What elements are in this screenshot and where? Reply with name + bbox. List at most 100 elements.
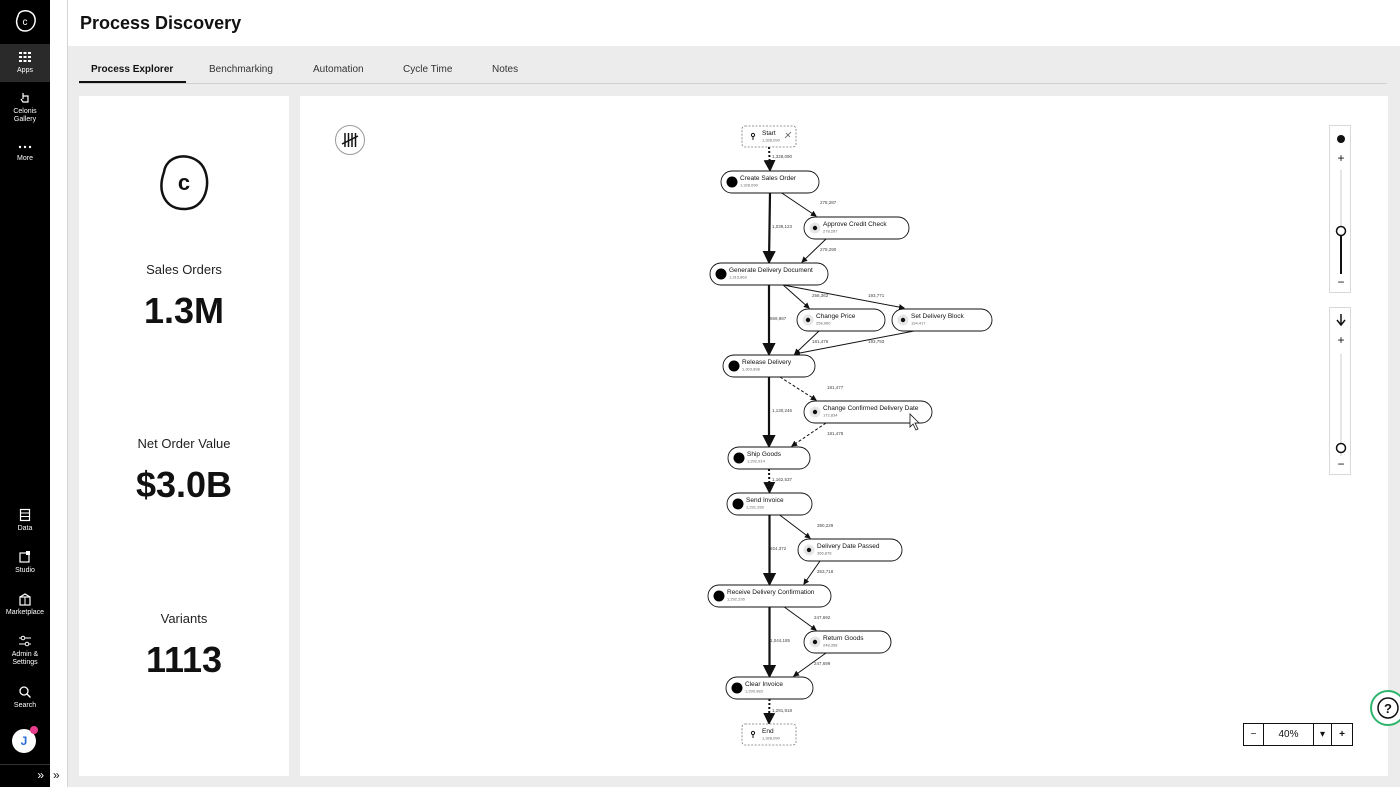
kpi-panel: c Sales Orders 1.3M Net Order Value $3.0… bbox=[79, 96, 289, 776]
sidebar-item-search[interactable]: Search bbox=[0, 685, 50, 710]
tab-benchmarking[interactable]: Benchmarking bbox=[209, 64, 273, 75]
kpi-label-sales-orders: Sales Orders bbox=[146, 262, 222, 277]
process-edge[interactable] bbox=[779, 376, 817, 401]
node-name: Send Invoice bbox=[746, 497, 784, 504]
zoom-control: − 40% ▾ + bbox=[1243, 723, 1353, 746]
svg-text:c: c bbox=[23, 17, 28, 28]
sidebar-item-marketplace[interactable]: Marketplace bbox=[0, 592, 50, 617]
edge-label: 924,372 bbox=[770, 546, 787, 551]
data-table-icon bbox=[19, 508, 31, 522]
process-edge[interactable] bbox=[793, 652, 827, 677]
node-name: Start bbox=[762, 130, 776, 137]
process-edge[interactable] bbox=[791, 422, 827, 447]
page-header: Process Discovery bbox=[68, 0, 1400, 46]
edge-label: 1,328,090 bbox=[772, 154, 793, 159]
sidebar-item-apps[interactable]: Apps bbox=[0, 44, 50, 82]
edge-label: 869,987 bbox=[770, 316, 787, 321]
edge-label: 193,771 bbox=[868, 293, 885, 298]
activity-slider-panel: + − bbox=[1329, 125, 1351, 293]
rail-expand-button[interactable]: » bbox=[53, 768, 60, 782]
sidebar-item-celonis-gallery[interactable]: Celonis Gallery bbox=[0, 91, 50, 124]
more-dots-icon bbox=[18, 145, 32, 149]
activity-slider-minus[interactable]: − bbox=[1337, 275, 1345, 289]
kpi-value-sales-orders: 1.3M bbox=[143, 290, 225, 331]
process-edge[interactable] bbox=[763, 698, 776, 725]
node-count: 366,878 bbox=[817, 551, 832, 556]
tab-automation[interactable]: Automation bbox=[313, 64, 364, 75]
process-graph[interactable]: 1,328,0901,038,123278,287278,290869,9872… bbox=[300, 96, 1388, 776]
process-edge[interactable] bbox=[793, 330, 915, 356]
process-edge[interactable] bbox=[763, 146, 776, 172]
zoom-level-value[interactable]: 40% bbox=[1264, 724, 1314, 745]
node-name: Change Price bbox=[816, 313, 856, 320]
activity-slider-handle[interactable] bbox=[1335, 225, 1347, 237]
sidebar-item-admin-settings[interactable]: Admin & Settings bbox=[0, 634, 50, 667]
connection-slider-handle[interactable] bbox=[1335, 442, 1347, 454]
process-edge[interactable] bbox=[803, 560, 821, 585]
celonis-logo-icon[interactable]: c bbox=[12, 8, 38, 34]
sidebar-collapse-button[interactable]: » bbox=[37, 768, 44, 782]
node-name: Change Confirmed Delivery Date bbox=[823, 405, 919, 412]
pin-icon[interactable] bbox=[784, 131, 792, 139]
activity-tally-button[interactable] bbox=[335, 125, 365, 155]
process-edge[interactable] bbox=[762, 192, 776, 265]
page-title: Process Discovery bbox=[80, 13, 242, 33]
kpi-label-variants: Variants bbox=[160, 611, 208, 626]
tab-notes[interactable]: Notes bbox=[492, 64, 519, 75]
zoom-in-button[interactable]: + bbox=[1339, 729, 1345, 740]
edge-label: 181,478 bbox=[827, 431, 844, 436]
node-count: 278,287 bbox=[823, 229, 838, 234]
help-icon: ? bbox=[1377, 697, 1399, 719]
edge-label: 181,477 bbox=[827, 385, 844, 390]
help-button[interactable]: ? bbox=[1370, 690, 1400, 726]
process-edge[interactable] bbox=[801, 238, 827, 263]
node-count: 194,417 bbox=[911, 321, 926, 326]
tab-process-explorer[interactable]: Process Explorer bbox=[91, 64, 174, 75]
zoom-out-button[interactable]: − bbox=[1244, 724, 1264, 745]
node-count: 1,292,914 bbox=[747, 459, 766, 464]
tab-cycle-time[interactable]: Cycle Time bbox=[403, 64, 453, 75]
node-name: Receive Delivery Confirmation bbox=[727, 589, 815, 596]
process-edge[interactable] bbox=[783, 606, 817, 631]
process-edge[interactable] bbox=[781, 192, 817, 217]
zoom-dropdown-button[interactable]: ▾ bbox=[1314, 724, 1332, 745]
edge-label: 353,718 bbox=[817, 569, 834, 574]
sidebar-item-label: Celonis bbox=[13, 108, 37, 115]
secondary-rail bbox=[50, 0, 68, 787]
sidebar-item-more[interactable]: More bbox=[0, 142, 50, 163]
process-edge[interactable] bbox=[782, 284, 810, 309]
activity-slider-plus[interactable]: + bbox=[1337, 151, 1345, 165]
sidebar-item-studio[interactable]: Studio bbox=[0, 550, 50, 575]
activity-level-icon bbox=[1337, 135, 1345, 143]
connection-slider-minus[interactable]: − bbox=[1337, 457, 1345, 471]
sidebar-item-label-2: Settings bbox=[12, 659, 38, 666]
connection-slider-plus[interactable]: + bbox=[1337, 333, 1345, 347]
sliders-icon bbox=[19, 635, 31, 647]
node-count: 258,960 bbox=[816, 321, 831, 326]
process-edge[interactable] bbox=[763, 468, 776, 494]
process-edge[interactable] bbox=[783, 284, 905, 311]
sidebar-item-data[interactable]: Data bbox=[0, 508, 50, 533]
process-edge[interactable] bbox=[779, 514, 811, 539]
sidebar-item-label: Data bbox=[17, 525, 33, 532]
node-count: 248,358 bbox=[823, 643, 838, 648]
tab-bar: Process Explorer Benchmarking Automation… bbox=[79, 58, 1387, 84]
edge-label: 247,692 bbox=[814, 615, 831, 620]
svg-text:c: c bbox=[178, 170, 190, 195]
